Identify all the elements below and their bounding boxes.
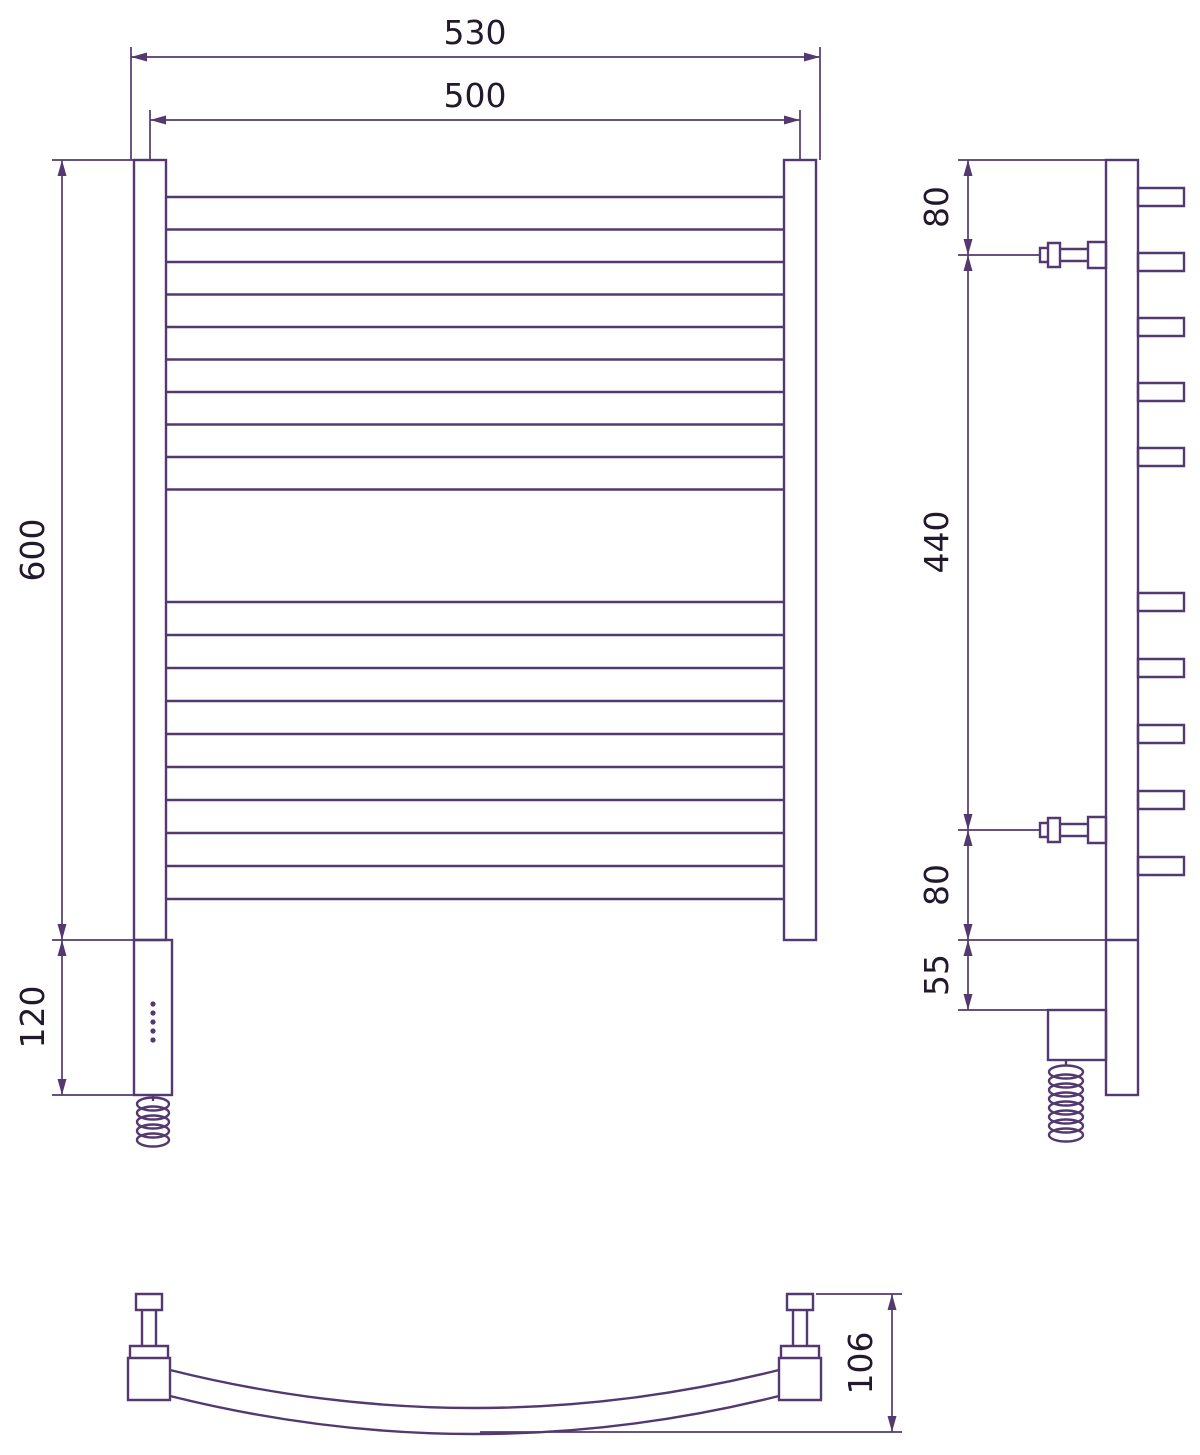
dim-body-height-label: 600 xyxy=(13,519,52,582)
rung-end-stubs xyxy=(1136,186,1186,877)
led-dot xyxy=(150,1028,156,1034)
dim-arrow xyxy=(804,52,820,62)
side-profile-bar xyxy=(1104,158,1140,1097)
left-bracket-assembly xyxy=(126,1292,172,1402)
side-dimension-chain: 80 440 80 55 xyxy=(917,159,1106,1011)
side-view: 80 440 80 55 xyxy=(917,158,1186,1143)
dim-lower-section-height-lines xyxy=(52,940,134,1096)
heater-box-side xyxy=(1046,1008,1108,1062)
dim-body-height: 600 xyxy=(13,159,134,941)
side-extension-lines xyxy=(958,159,1106,1011)
left-post xyxy=(132,158,168,942)
led-dot xyxy=(150,1001,156,1007)
rung-group-top xyxy=(166,195,784,491)
right-post xyxy=(782,158,818,942)
dim-arrow xyxy=(131,52,147,62)
curved-tube-front-line xyxy=(169,1368,780,1410)
dim-arrow xyxy=(963,924,973,940)
dim-arrow xyxy=(887,1294,897,1310)
led-dot xyxy=(150,1019,156,1025)
dim-bottom-offset-label: 80 xyxy=(917,864,956,906)
dim-arrow xyxy=(57,1079,67,1095)
dim-bracket-spacing-label: 440 xyxy=(917,511,956,574)
right-bracket-assembly xyxy=(777,1292,823,1402)
dim-arrow xyxy=(887,1416,897,1432)
dim-lower-section-height: 120 xyxy=(13,940,134,1096)
top-view: 106 xyxy=(126,1292,902,1436)
dim-arrow xyxy=(963,814,973,830)
dim-tube-center-width-lines xyxy=(149,110,801,160)
dim-arrow xyxy=(57,940,67,956)
dim-overall-width-lines xyxy=(130,47,821,160)
led-dot xyxy=(150,1037,156,1043)
dim-overall-width: 530 xyxy=(130,13,821,160)
led-indicators xyxy=(150,1001,156,1043)
dim-arrow xyxy=(150,115,166,125)
dim-lower-section-height-label: 120 xyxy=(13,986,52,1049)
heater-housing xyxy=(132,938,174,1097)
upper-wall-bracket xyxy=(1038,240,1108,270)
power-cord-coil-front xyxy=(135,1095,171,1148)
rung-group-bottom xyxy=(166,600,784,901)
dim-arrow xyxy=(963,940,973,956)
front-view: 530 500 600 120 xyxy=(13,13,821,1148)
dim-tube-center-width: 500 xyxy=(149,76,801,160)
dim-arrow xyxy=(963,255,973,271)
dim-arrow xyxy=(784,115,800,125)
dim-arrow xyxy=(963,239,973,255)
dim-body-height-lines xyxy=(52,159,134,941)
dim-arrow xyxy=(57,160,67,176)
led-dot xyxy=(150,1010,156,1016)
dim-overall-width-label: 530 xyxy=(444,13,507,52)
dim-heater-offset-label: 55 xyxy=(917,954,956,996)
dim-depth-label: 106 xyxy=(841,1332,880,1395)
dim-arrow xyxy=(57,924,67,940)
dim-top-offset-label: 80 xyxy=(917,186,956,228)
lower-wall-bracket xyxy=(1038,815,1108,845)
dim-arrow xyxy=(963,994,973,1010)
dim-arrow xyxy=(963,830,973,846)
dim-tube-center-width-label: 500 xyxy=(444,76,507,115)
dim-depth: 106 xyxy=(480,1293,902,1433)
power-cord-coil-side xyxy=(1047,1060,1085,1143)
curved-tube-back-line xyxy=(169,1394,780,1436)
dim-arrow xyxy=(963,160,973,176)
dim-depth-lines xyxy=(480,1293,902,1433)
